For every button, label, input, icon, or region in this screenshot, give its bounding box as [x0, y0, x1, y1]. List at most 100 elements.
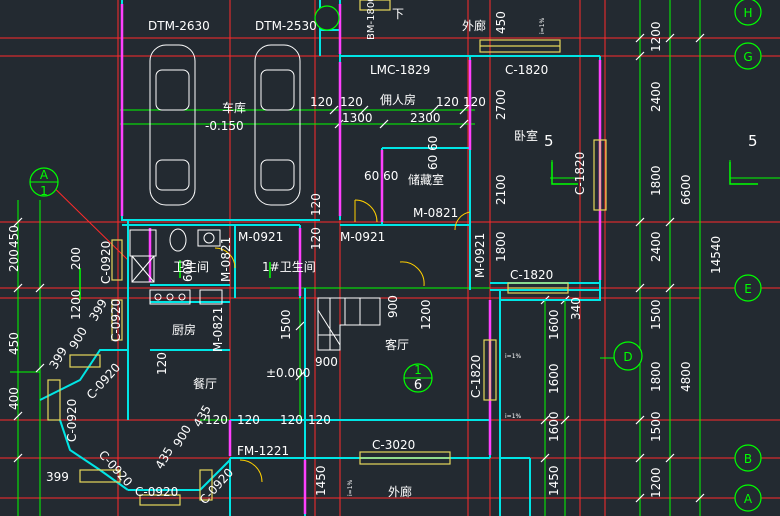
slope-tag-4: i=1%	[347, 479, 354, 496]
dim-120-g: 120	[280, 413, 303, 427]
opening-c1820-living: C-1820	[469, 355, 483, 398]
slope-tag-3: i=1%	[505, 413, 522, 420]
room-garage: 车库	[222, 100, 246, 115]
top-door-bubble	[314, 5, 340, 31]
window-frames	[47, 0, 607, 506]
dim-200-l: 200	[7, 249, 21, 272]
dim-r1200-b: 1200	[649, 467, 663, 498]
dim-1600-a: 1600	[547, 309, 561, 340]
dim-2700: 2700	[494, 89, 508, 120]
opening-fm1221: FM-1221	[237, 444, 289, 458]
axis-e-bubble	[734, 274, 762, 302]
dim-2300: 2300	[410, 111, 441, 125]
dim-1200-liv: 1200	[419, 299, 433, 330]
dim-1800-v: 1800	[494, 231, 508, 262]
opening-c0920-d: C-0920	[65, 399, 79, 442]
dim-1200-l: 1200	[69, 289, 83, 320]
opening-bm1800: BM-1800	[366, 0, 377, 40]
dim-6060-a: 60 60	[364, 169, 398, 183]
dim-200: 200	[69, 247, 83, 270]
axis-d-bubble	[613, 341, 643, 371]
opening-m0821-b: M-0821	[219, 237, 233, 282]
section-label-6: 6	[414, 378, 422, 393]
dim-2100: 2100	[494, 174, 508, 205]
dim-450-l1: 450	[7, 225, 21, 248]
axis-g-bubble	[734, 42, 762, 70]
axis-label-d: D	[623, 350, 632, 364]
dim-120-e: 120	[205, 413, 228, 427]
dim-1450-b: 1450	[547, 465, 561, 496]
dim-120-c: 120	[436, 95, 459, 109]
room-level-zero: ±0.000	[266, 366, 310, 380]
dim-399-c: 399	[46, 470, 69, 484]
dim-600: 600	[181, 259, 195, 282]
dim-1600-c: 1600	[547, 411, 561, 442]
dim-340: 340	[569, 297, 583, 320]
dim-450-top: 450	[494, 11, 508, 34]
opening-m0821-a: M-0821	[413, 206, 458, 220]
opening-c0920-b: C-0920	[109, 299, 123, 342]
dim-120-d: 120	[463, 95, 486, 109]
opening-c0920-f: C-0920	[135, 485, 178, 499]
opening-dtm2630: DTM-2630	[148, 19, 210, 33]
axis-b-bubble	[734, 444, 762, 472]
opening-c1820-top: C-1820	[505, 63, 548, 77]
room-bedroom: 卧室	[514, 128, 538, 143]
room-living: 客厅	[385, 337, 409, 352]
opening-lmc1829: LMC-1829	[370, 63, 430, 77]
room-toilet-1: 卫生间	[173, 260, 209, 274]
opening-c0920-a: C-0920	[99, 241, 113, 284]
dim-1500-k: 1500	[279, 309, 293, 340]
dim-r1800-b: 1800	[649, 361, 663, 392]
section-label-1-top: 1	[414, 363, 422, 377]
section-label-5-right: 5	[748, 132, 758, 150]
dim-120-h: 120	[308, 413, 331, 427]
fixtures	[129, 199, 471, 483]
dim-r2400-a: 2400	[649, 81, 663, 112]
axis-label-h: H	[743, 6, 752, 20]
dim-r4800: 4800	[679, 361, 693, 392]
dim-r14540: 14540	[709, 236, 723, 274]
opening-m0821-c: M-0821	[211, 307, 225, 352]
dim-r1500-a: 1500	[649, 299, 663, 330]
axis-a-bubble	[734, 484, 762, 512]
dim-r1500-b: 1500	[649, 411, 663, 442]
room-private: 佣人房	[380, 92, 416, 107]
opening-m0921-b: M-0921	[340, 230, 385, 244]
room-storage: 储藏室	[408, 172, 444, 187]
dim-120-b: 120	[340, 95, 363, 109]
dim-450-l2: 450	[7, 332, 21, 355]
axis-label-g: G	[743, 50, 752, 64]
dim-120-a: 120	[310, 95, 333, 109]
opening-c1820-right: C-1820	[573, 152, 587, 195]
slope-tag-2: i=1%	[505, 353, 522, 360]
dim-6060-b: 60 60	[426, 136, 440, 170]
dim-r1200-a: 1200	[649, 21, 663, 52]
axis-bubble-dividers	[30, 181, 432, 379]
dim-900-st: 900	[386, 295, 400, 318]
opening-m0921-c: M-0921	[473, 233, 487, 278]
dimension-ticks	[13, 33, 705, 503]
axis-label-b: B	[744, 452, 752, 466]
dimension-lines	[10, 0, 780, 516]
room-dining: 餐厅	[193, 376, 217, 391]
section-label-1-left: 1	[40, 184, 48, 198]
dim-r6600: 6600	[679, 174, 693, 205]
dim-120-v1: 120	[309, 193, 323, 216]
dim-120-k: 120	[155, 352, 169, 375]
opening-c1820-mid: C-1820	[510, 268, 553, 282]
dim-r1800-a: 1800	[649, 165, 663, 196]
room-corridor-bottom: 外廊	[388, 484, 412, 499]
dim-1600-b: 1600	[547, 363, 561, 394]
garage-cars	[149, 44, 301, 206]
axis-label-e: E	[744, 282, 752, 296]
axis-label-a-left: A	[40, 168, 49, 182]
opening-c3020: C-3020	[372, 438, 415, 452]
dim-r2400-b: 2400	[649, 231, 663, 262]
dim-900-liv: 900	[315, 355, 338, 369]
room-door-top-right: 下	[392, 7, 404, 21]
room-corridor-top: 外廊	[462, 18, 486, 33]
room-toilet-main: 1#卫生间	[262, 260, 316, 274]
